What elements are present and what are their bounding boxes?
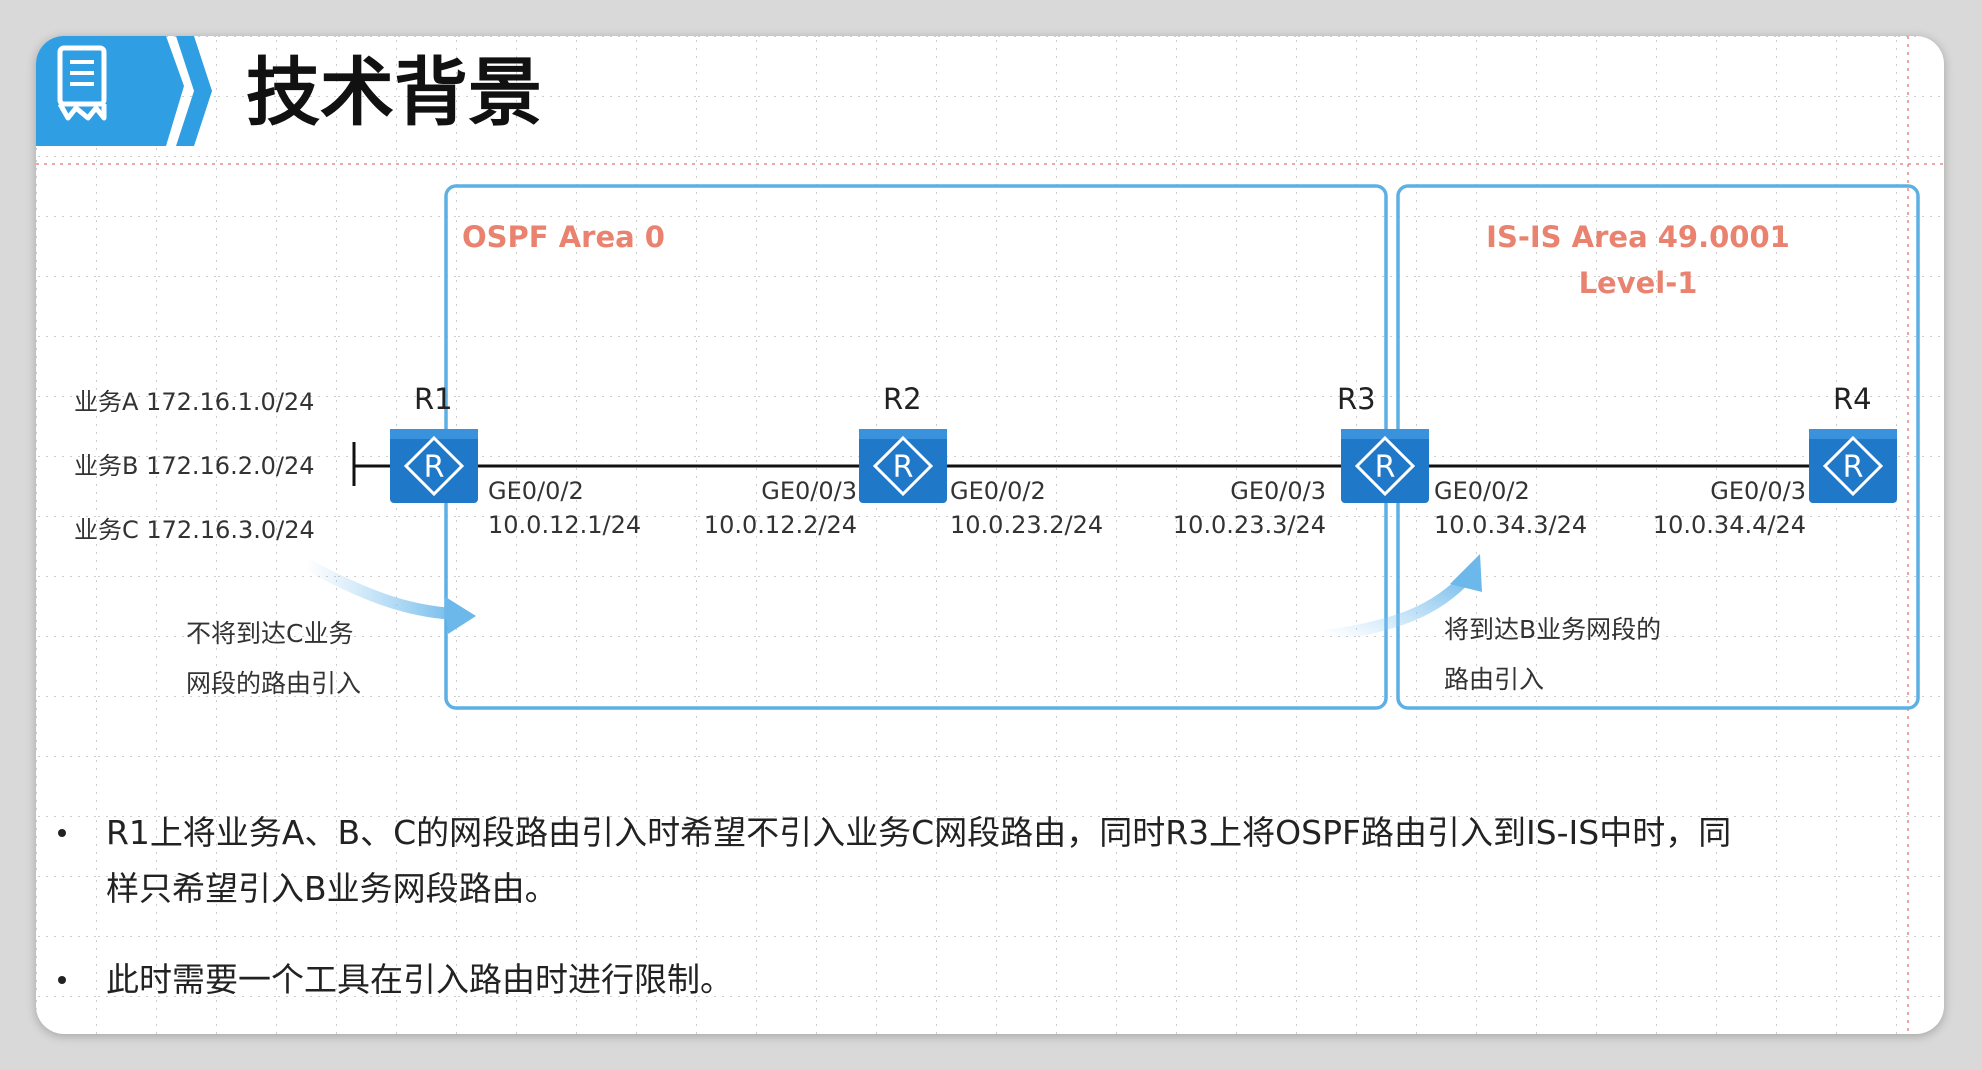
service-c-label: 业务C 172.16.3.0/24: [74, 516, 315, 544]
bullet-dot-2: [58, 976, 66, 984]
router-r2-label: R2: [883, 382, 922, 416]
router-icon: R: [893, 450, 914, 485]
guide-grid: [36, 36, 1944, 1034]
left-arrow-head: [444, 596, 476, 634]
link2-right-ip: 10.0.23.3/24: [1173, 511, 1326, 539]
router-icon: R: [1375, 450, 1396, 485]
link2-left-interface: GE0/0/2: [950, 477, 1046, 505]
right-annotation-line1: 将到达B业务网段的: [1444, 615, 1661, 644]
slide-header: 技术背景: [36, 36, 542, 146]
link1-left-interface: GE0/0/2: [488, 477, 584, 505]
bullet-dot-1: [58, 829, 66, 837]
link1-right-interface: GE0/0/3: [761, 477, 857, 505]
router-r1[interactable]: R: [390, 429, 478, 503]
link3-right-interface: GE0/0/3: [1710, 477, 1806, 505]
header-chevron: [176, 36, 212, 146]
slide: 技术背景 OSPF Area 0 IS-IS Area 49.0001 Leve…: [36, 36, 1944, 1034]
left-annotation-line1: 不将到达C业务: [186, 619, 353, 648]
document-icon: [57, 45, 107, 121]
network-diagram: 技术背景 OSPF Area 0 IS-IS Area 49.0001 Leve…: [36, 36, 1944, 1034]
routers: R R R R: [390, 429, 1897, 503]
page-title: 技术背景: [246, 50, 542, 136]
bullet-list: R1上将业务A、B、C的网段路由引入时希望不引入业务C网段路由，同时R3上将OS…: [58, 813, 1731, 999]
left-annotation-arrow: [300, 558, 460, 620]
isis-level-label: Level-1: [1579, 266, 1698, 300]
isis-area-label: IS-IS Area 49.0001: [1486, 220, 1790, 254]
link1-right-ip: 10.0.12.2/24: [704, 511, 857, 539]
router-r2[interactable]: R: [859, 429, 947, 503]
link3-left-ip: 10.0.34.3/24: [1434, 511, 1587, 539]
left-annotation-line2: 网段的路由引入: [186, 669, 361, 698]
service-b-label: 业务B 172.16.2.0/24: [74, 452, 315, 480]
right-annotation-arrow: [1320, 570, 1474, 642]
link1-left-ip: 10.0.12.1/24: [488, 511, 641, 539]
bullet-2-line1: 此时需要一个工具在引入路由时进行限制。: [106, 960, 733, 999]
right-annotation-line2: 路由引入: [1444, 665, 1544, 694]
router-r3-label: R3: [1337, 382, 1376, 416]
ospf-area-label: OSPF Area 0: [462, 220, 665, 254]
router-r1-label: R1: [414, 382, 453, 416]
router-icon: R: [1843, 450, 1864, 485]
router-r3[interactable]: R: [1341, 429, 1429, 503]
service-a-label: 业务A 172.16.1.0/24: [74, 388, 314, 416]
router-r4[interactable]: R: [1809, 429, 1897, 503]
router-r4-label: R4: [1833, 382, 1872, 416]
router-icon: R: [424, 450, 445, 485]
link2-left-ip: 10.0.23.2/24: [950, 511, 1103, 539]
bullet-1-line1: R1上将业务A、B、C的网段路由引入时希望不引入业务C网段路由，同时R3上将OS…: [106, 813, 1731, 852]
bullet-1-line2: 样只希望引入B业务网段路由。: [106, 869, 558, 908]
link3-right-ip: 10.0.34.4/24: [1653, 511, 1806, 539]
link3-left-interface: GE0/0/2: [1434, 477, 1530, 505]
service-list: 业务A 172.16.1.0/24 业务B 172.16.2.0/24 业务C …: [74, 388, 396, 544]
right-arrow-head: [1450, 554, 1482, 592]
link2-right-interface: GE0/0/3: [1230, 477, 1326, 505]
